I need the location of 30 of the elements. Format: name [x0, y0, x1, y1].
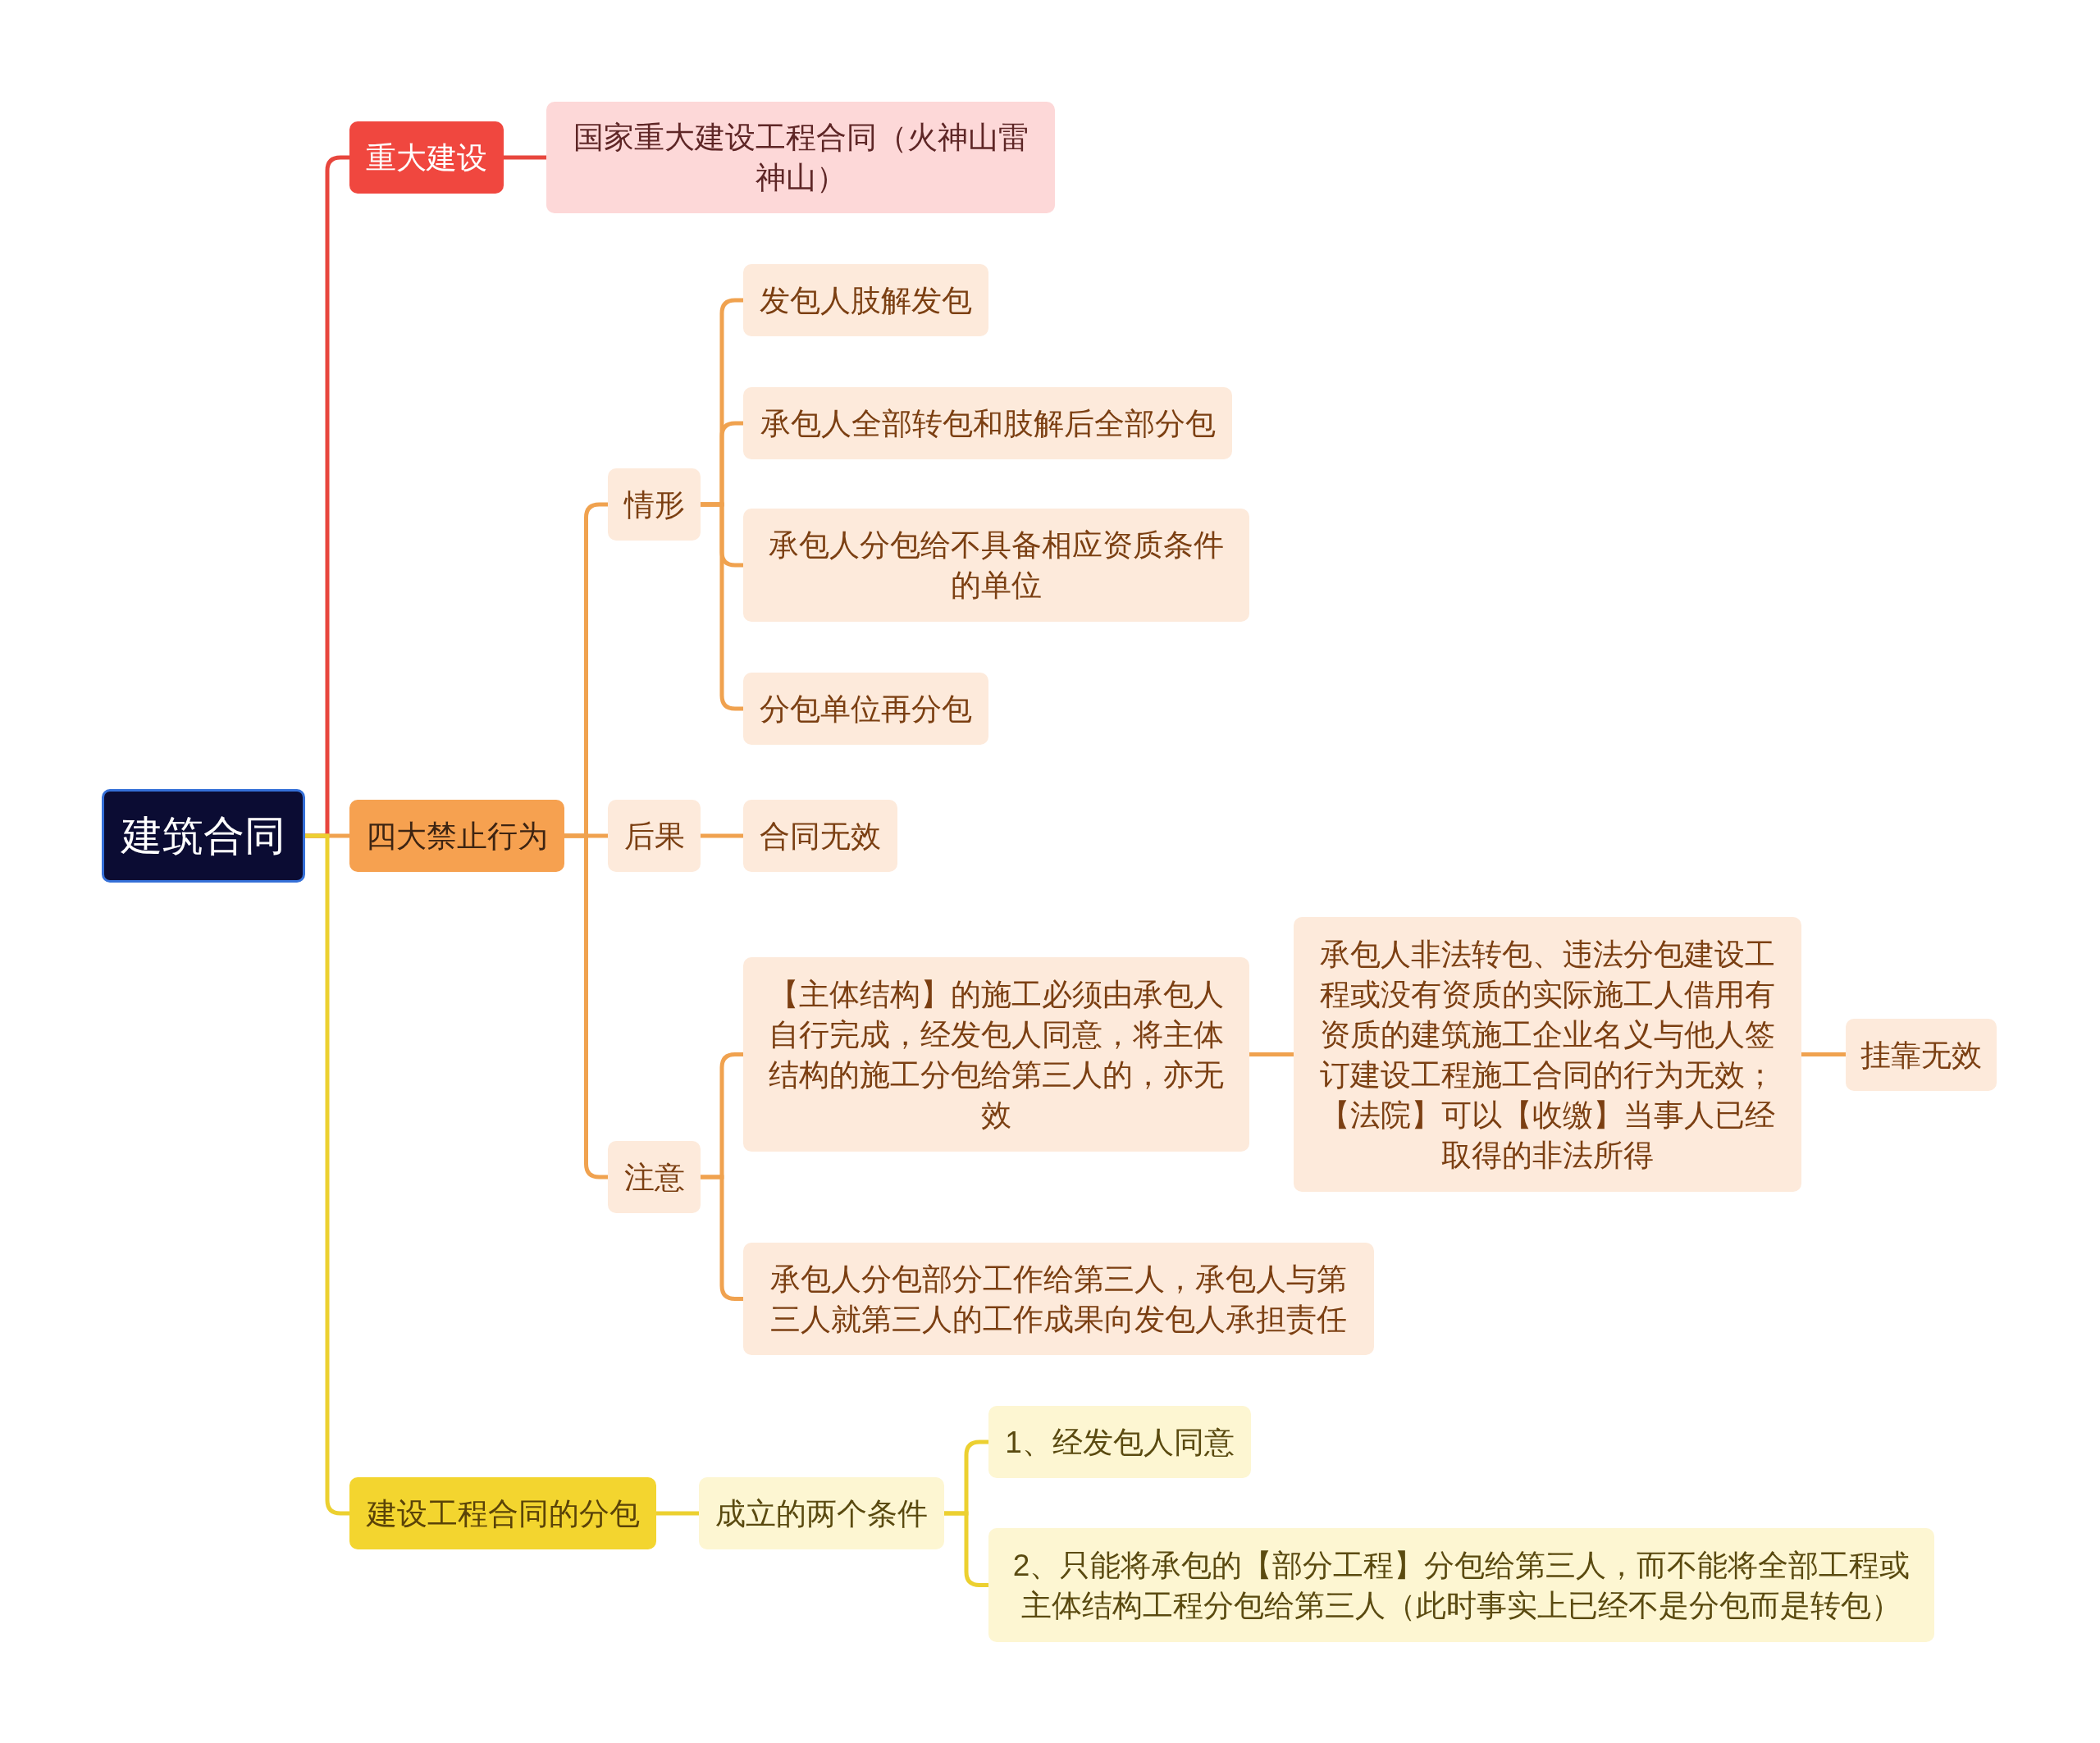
- subtopic-box: 承包人非法转包、违法分包建设工程或没有资质的实际施工人借用有资质的建筑施工企业名义与他人签订建设工程施工合同的行为无效；【法院】可以【收缴】当事人已经取得的非法所得: [1294, 917, 1801, 1192]
- subtopic-box: 发包人肢解发包: [743, 264, 988, 336]
- subtopic-box: 承包人分包部分工作给第三人，承包人与第三人就第三人的工作成果向发包人承担责任: [743, 1243, 1374, 1355]
- connector-line: [701, 502, 743, 711]
- connector-line: [1801, 1052, 1846, 1056]
- connector-line: [656, 1511, 699, 1516]
- subtopic-box: 2、只能将承包的【部分工程】分包给第三人，而不能将全部工程或主体结构工程分包给第三人（此时事实上已经不是分包而是转包）: [988, 1528, 1934, 1642]
- subtopic-box: 情形: [608, 468, 701, 541]
- subtopic-box: 分包单位再分包: [743, 673, 988, 745]
- subtopic-box: 【主体结构】的施工必须由承包人自行完成，经发包人同意，将主体结构的施工分包给第三人的，亦无效: [743, 957, 1249, 1152]
- subtopic-box: 1、经发包人同意: [988, 1406, 1251, 1478]
- subtopic-box: 承包人全部转包和肢解后全部分包: [743, 387, 1232, 459]
- main-topic-box: 建设工程合同的分包: [349, 1477, 656, 1549]
- subtopic-box: 合同无效: [743, 800, 897, 872]
- connector-line: [564, 833, 608, 1179]
- subtopic-box: 承包人分包给不具备相应资质条件的单位: [743, 509, 1249, 622]
- subtopic-box: 后果: [608, 800, 701, 872]
- subtopic-box: 成立的两个条件: [699, 1477, 944, 1549]
- connector-line: [504, 155, 546, 160]
- subtopic-box: 国家重大建设工程合同（火神山雷神山）: [546, 102, 1055, 213]
- connector-line: [305, 833, 349, 1516]
- main-topic-box: 重大建设: [349, 121, 504, 194]
- connector-line: [701, 1175, 743, 1301]
- connector-line: [701, 833, 743, 838]
- connector-line: [1249, 1052, 1294, 1056]
- connector-line: [944, 1511, 988, 1587]
- subtopic-box: 挂靠无效: [1846, 1019, 1997, 1091]
- main-topic-box: 四大禁止行为: [349, 800, 564, 872]
- central-topic-box: 建筑合同: [102, 789, 305, 883]
- subtopic-box: 注意: [608, 1141, 701, 1213]
